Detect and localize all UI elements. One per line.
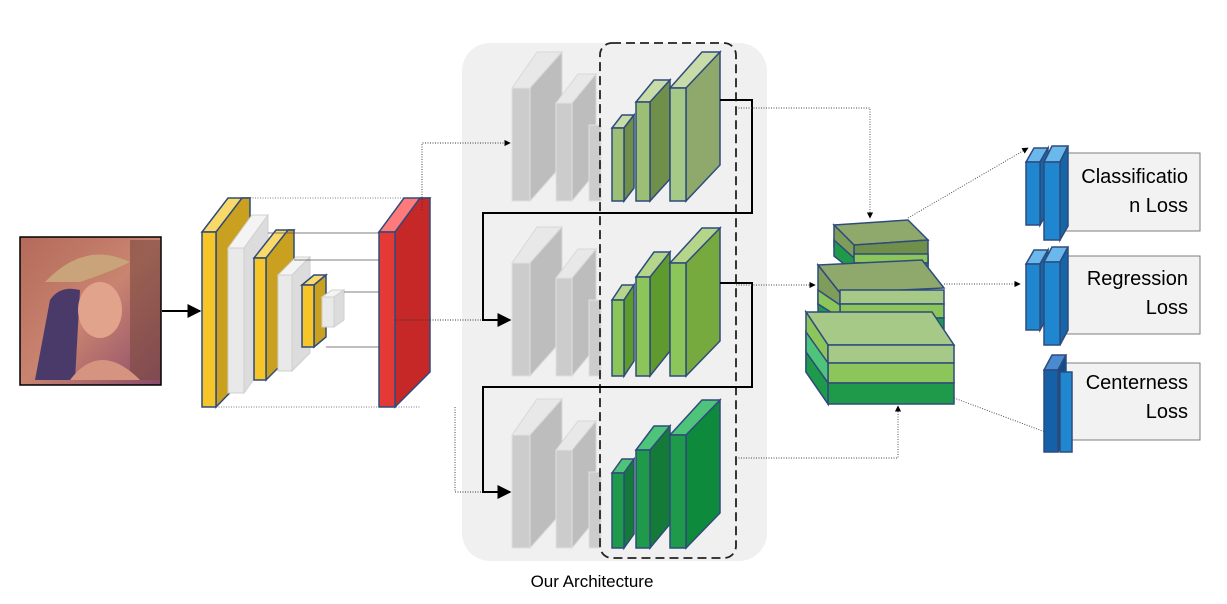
top-down-pathway-arrows (482, 99, 753, 499)
ghost-row-3 (511, 397, 602, 550)
stacked-feature-maps (804, 219, 956, 407)
centerness-loss-label: Centerness Loss (1085, 372, 1188, 423)
green-row-1 (610, 50, 722, 204)
centerness-head (1042, 354, 1073, 453)
regression-loss-label: Regression Loss (1086, 268, 1188, 319)
classification-head (1024, 145, 1070, 243)
ghost-row-2 (511, 225, 602, 378)
backbone-block-6 (320, 289, 346, 328)
backbone-block-5 (299, 273, 329, 349)
classification-loss-label: Classification Loss (1081, 166, 1188, 217)
centerness-loss-box (1059, 362, 1201, 441)
green-row-2 (610, 226, 722, 379)
input-image (19, 236, 162, 386)
architecture-caption: Our Architecture (530, 572, 654, 591)
fpn-block (377, 197, 432, 409)
stack-to-heads-arrows (907, 147, 1057, 437)
regression-head (1024, 246, 1070, 346)
classification-loss-box (1059, 152, 1201, 232)
module-dashed-box (599, 42, 737, 559)
green-row-3 (610, 398, 722, 551)
regression-loss-box (1059, 255, 1201, 335)
green-to-stack-arrows (736, 107, 902, 459)
ghost-row-1 (511, 50, 602, 203)
